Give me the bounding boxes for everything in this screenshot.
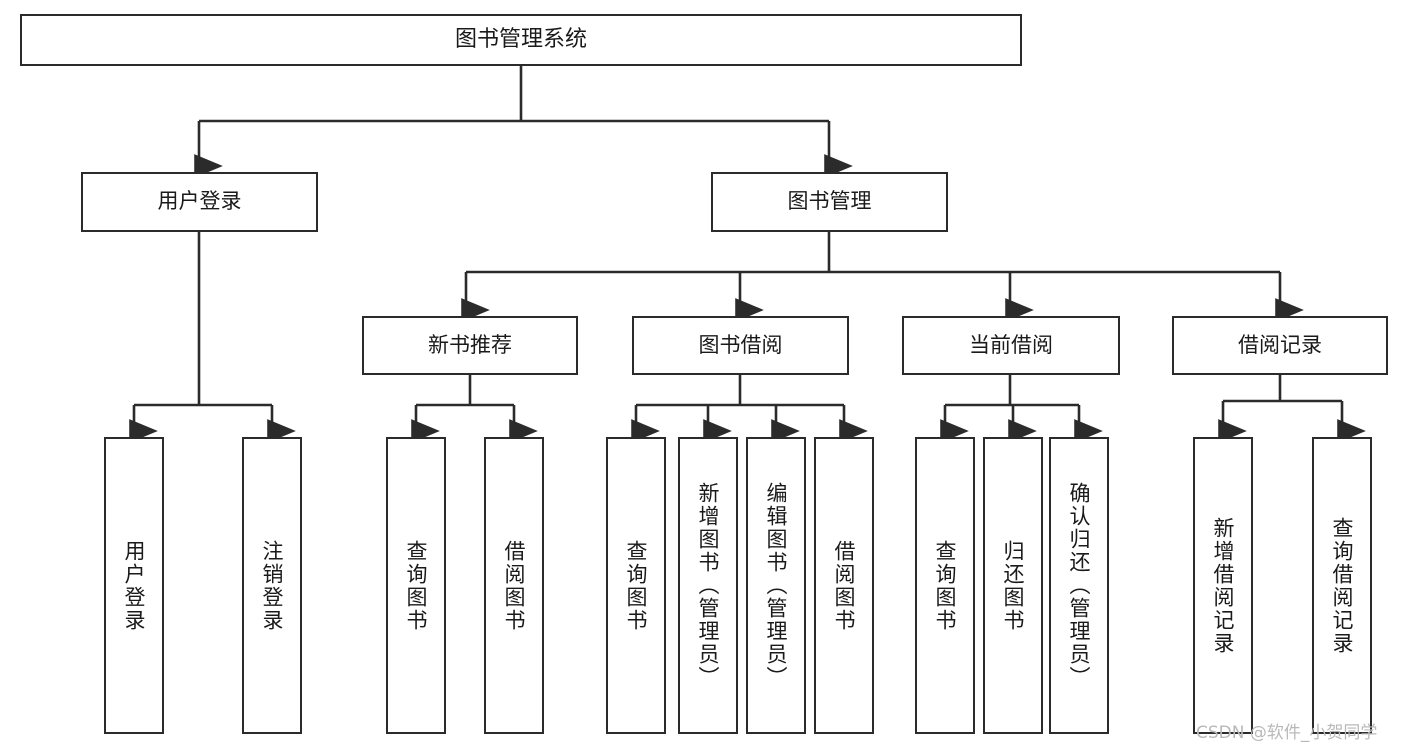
node-leaf-logout[interactable]: 注销登录 <box>242 437 302 734</box>
node-label: 新增借阅记录 <box>1211 516 1236 655</box>
node-label: 确认归还（管理员） <box>1067 482 1092 689</box>
node-label: 查询图书 <box>404 539 429 632</box>
node-label: 新增图书（管理员） <box>696 482 721 689</box>
node-leaf-query-book-recommend[interactable]: 查询图书 <box>386 437 446 734</box>
node-book-borrow[interactable]: 图书借阅 <box>632 316 849 375</box>
node-leaf-add-book[interactable]: 新增图书（管理员） <box>678 437 738 734</box>
node-leaf-borrow-book-recommend[interactable]: 借阅图书 <box>484 437 544 734</box>
node-leaf-confirm-return[interactable]: 确认归还（管理员） <box>1049 437 1109 734</box>
node-label: 当前借阅 <box>969 332 1053 357</box>
node-new-book-recommend[interactable]: 新书推荐 <box>362 316 578 375</box>
node-leaf-edit-book[interactable]: 编辑图书（管理员） <box>746 437 806 734</box>
node-label: 查询借阅记录 <box>1330 516 1355 655</box>
node-label: 图书管理 <box>787 189 872 214</box>
node-leaf-borrow-book[interactable]: 借阅图书 <box>814 437 874 734</box>
node-label: 新书推荐 <box>428 332 512 357</box>
node-leaf-add-borrow-record[interactable]: 新增借阅记录 <box>1193 437 1253 734</box>
node-label: 编辑图书（管理员） <box>764 482 789 689</box>
node-label: 图书管理系统 <box>454 26 587 52</box>
node-leaf-query-book-current[interactable]: 查询图书 <box>915 437 975 734</box>
node-current-borrow[interactable]: 当前借阅 <box>902 316 1120 375</box>
node-label: 图书借阅 <box>698 332 783 357</box>
node-label: 用户登录 <box>122 539 147 632</box>
node-leaf-return-book[interactable]: 归还图书 <box>983 437 1043 734</box>
node-leaf-query-book-borrow[interactable]: 查询图书 <box>606 437 666 734</box>
node-label: 归还图书 <box>1001 539 1026 632</box>
node-label: 注销登录 <box>260 539 285 632</box>
node-borrow-record[interactable]: 借阅记录 <box>1172 316 1388 375</box>
node-label: 查询图书 <box>933 539 958 632</box>
node-label: 借阅图书 <box>502 539 527 632</box>
csdn-watermark: CSDN @软件_小贺同学 <box>1196 723 1378 743</box>
node-leaf-query-borrow-record[interactable]: 查询借阅记录 <box>1312 437 1372 734</box>
node-label: 借阅图书 <box>832 539 857 632</box>
node-label: 借阅记录 <box>1238 332 1322 357</box>
node-leaf-user-login[interactable]: 用户登录 <box>104 437 164 734</box>
node-label: 查询图书 <box>624 539 649 632</box>
node-label: 用户登录 <box>157 189 242 214</box>
node-book-management-system[interactable]: 图书管理系统 <box>20 14 1022 66</box>
node-user-login[interactable]: 用户登录 <box>81 172 318 232</box>
node-book-management[interactable]: 图书管理 <box>711 172 948 232</box>
